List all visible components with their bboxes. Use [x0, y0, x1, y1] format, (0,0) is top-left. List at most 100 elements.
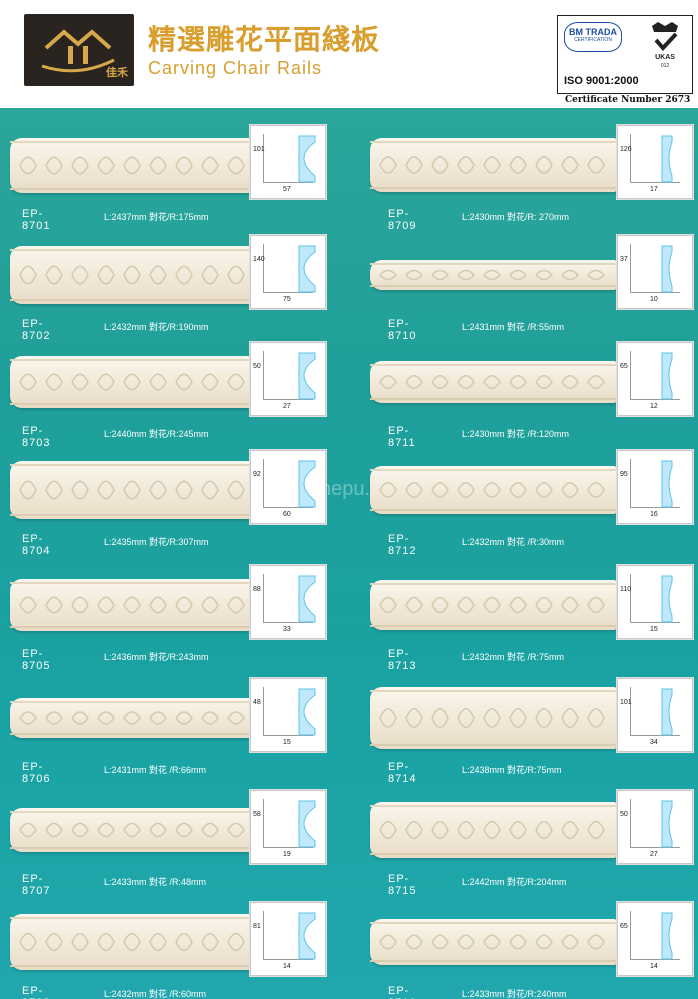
profile-diagram: 92 60: [250, 450, 326, 524]
profile-axis-vertical: [630, 799, 631, 847]
product-code: EP-8713: [388, 648, 417, 672]
profile-axis-vertical: [263, 799, 264, 847]
profile-axis-vertical: [630, 351, 631, 399]
profile-shape: [298, 352, 316, 400]
profile-axis-horizontal: [630, 507, 680, 508]
profile-width-value: 75: [283, 296, 291, 303]
ukas-number: 012: [660, 63, 670, 69]
profile-axis-vertical: [263, 911, 264, 959]
carving-pattern: [10, 917, 250, 967]
profile-axis-horizontal: [263, 735, 313, 736]
product-code: EP-8708: [22, 985, 49, 999]
profile-axis-vertical: [630, 574, 631, 622]
profile-axis-vertical: [630, 687, 631, 735]
product-spec: L:2433mm 對花/R:240mm: [462, 989, 567, 999]
certificate-number: Certificate Number 2673: [565, 95, 691, 105]
profile-diagram: 95 16: [617, 450, 693, 524]
profile-shape: [298, 800, 316, 848]
profile-axis-horizontal: [630, 735, 680, 736]
profile-width-value: 27: [283, 403, 291, 410]
crown-check-icon: [652, 22, 678, 51]
rail-image: [10, 808, 250, 852]
profile-width-value: 33: [283, 626, 291, 633]
profile-diagram: 50 27: [617, 790, 693, 864]
profile-axis-vertical: [263, 687, 264, 735]
profile-axis-horizontal: [263, 959, 313, 960]
carving-pattern: [10, 249, 250, 301]
profile-width-value: 27: [650, 851, 658, 858]
profile-height-value: 140: [253, 256, 265, 263]
profile-width-value: 17: [650, 186, 658, 193]
profile-height-value: 126: [620, 146, 632, 153]
profile-axis-vertical: [630, 244, 631, 292]
profile-width-value: 12: [650, 403, 658, 410]
product-spec: L:2432mm 對花 /R:60mm: [104, 989, 207, 999]
profile-width-value: 19: [283, 851, 291, 858]
bm-trada-label: BM TRADA: [569, 27, 617, 37]
profile-diagram: 37 10: [617, 235, 693, 309]
logo-text: 佳禾: [106, 67, 128, 79]
profile-axis-vertical: [263, 574, 264, 622]
profile-diagram: 101 57: [250, 125, 326, 199]
profile-height-value: 37: [620, 256, 628, 263]
profile-width-value: 14: [650, 963, 658, 970]
rail-image: [370, 687, 616, 749]
carving-pattern: [10, 464, 250, 516]
rail-image: [370, 361, 616, 403]
profile-shape: [298, 688, 316, 736]
profile-axis-horizontal: [263, 622, 313, 623]
carving-pattern: [370, 922, 616, 962]
rail-image: [10, 137, 250, 193]
profile-shape: [661, 912, 673, 960]
rail-image: [10, 579, 250, 631]
product-code: EP-8716: [388, 985, 415, 999]
carving-pattern: [370, 805, 616, 855]
company-logo: 佳禾: [24, 14, 134, 86]
product-spec: L:2436mm 對花/R:243mm: [104, 652, 209, 662]
profile-axis-horizontal: [630, 959, 680, 960]
profile-axis-vertical: [630, 911, 631, 959]
profile-height-value: 50: [620, 811, 628, 818]
profile-shape: [661, 688, 673, 736]
product-spec: L:2433mm 對花 /R:48mm: [104, 877, 207, 887]
profile-height-value: 50: [253, 363, 261, 370]
profile-shape: [298, 245, 316, 293]
profile-shape: [661, 245, 673, 293]
product-spec: L:2431mm 對花 /R:55mm: [462, 322, 565, 332]
profile-height-value: 101: [253, 146, 265, 153]
product-code: EP-8701: [22, 208, 51, 232]
profile-axis-vertical: [263, 351, 264, 399]
profile-height-value: 110: [620, 586, 632, 593]
rail-image: [10, 914, 250, 970]
profile-height-value: 81: [253, 923, 261, 930]
ukas-label: UKAS: [655, 54, 675, 61]
profile-axis-horizontal: [630, 292, 680, 293]
profile-diagram: 65 12: [617, 342, 693, 416]
profile-height-value: 92: [253, 471, 261, 478]
product-code: EP-8709: [388, 208, 417, 232]
rail-image: [10, 356, 250, 408]
product-spec: L:2432mm 對花 /R:30mm: [462, 537, 565, 547]
iso-label: ISO 9001:2000: [564, 75, 639, 87]
profile-height-value: 65: [620, 923, 628, 930]
profile-axis-horizontal: [263, 847, 313, 848]
header: 佳禾 精選雕花平面綫板 Carving Chair Rails BM TRADA…: [0, 0, 698, 108]
profile-diagram: 110 15: [617, 565, 693, 639]
profile-width-value: 34: [650, 739, 658, 746]
product-spec: L:2430mm 對花 /R:120mm: [462, 429, 570, 439]
rail-image: [370, 919, 616, 965]
profile-width-value: 15: [283, 739, 291, 746]
profile-axis-horizontal: [263, 292, 313, 293]
profile-axis-vertical: [263, 459, 264, 507]
profile-axis-horizontal: [263, 399, 313, 400]
product-code: EP-8704: [22, 533, 51, 557]
ukas-badge: UKAS 012: [646, 20, 684, 72]
product-spec: L:2432mm 對花 /R:75mm: [462, 652, 565, 662]
product-spec: L:2430mm 對花/R: 270mm: [462, 212, 570, 222]
carving-pattern: [370, 583, 616, 627]
rail-image: [370, 260, 616, 290]
carving-pattern: [370, 690, 616, 746]
profile-width-value: 10: [650, 296, 658, 303]
product-code: EP-8714: [388, 761, 417, 785]
